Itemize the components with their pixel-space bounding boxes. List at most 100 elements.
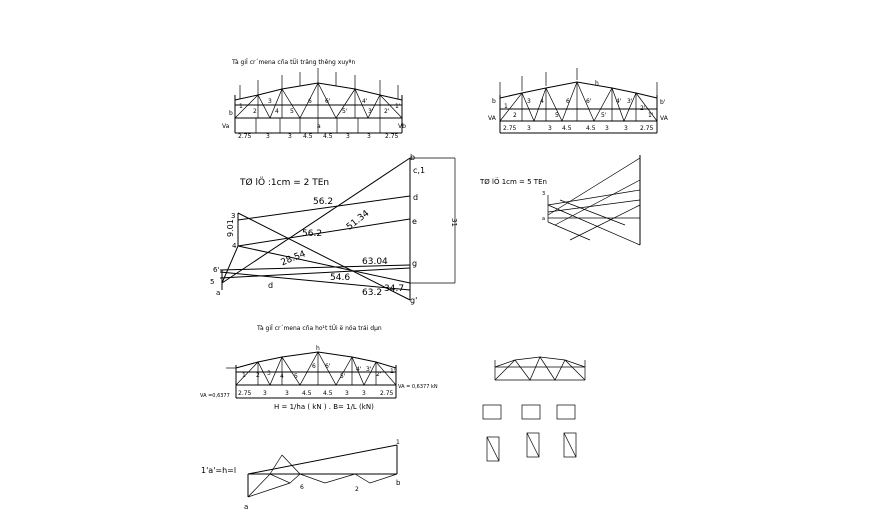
- panel-label: 6: [308, 98, 312, 105]
- panel-label: 3': [366, 366, 372, 373]
- node-label: a: [542, 216, 545, 222]
- node-label: 6: [300, 484, 304, 491]
- panel-label: 3': [627, 98, 633, 105]
- node-label: 4: [232, 242, 237, 250]
- force-label: 54.6: [330, 273, 350, 283]
- panel-label: 4: [540, 98, 544, 105]
- span-label: 2.75: [503, 125, 517, 132]
- node-label: b': [660, 99, 666, 106]
- panel-label: 2': [376, 371, 382, 378]
- reaction-right: VA = 0,6377 kN: [398, 384, 438, 390]
- influence-line: 1'a'=h=l a b 1 2 6: [201, 439, 401, 511]
- span-label: 3: [548, 125, 552, 132]
- panel-label: 1: [239, 103, 243, 110]
- influence-label: 1'a'=h=l: [201, 466, 236, 475]
- panel-label: 4': [616, 98, 622, 105]
- panel-label: 2: [256, 372, 260, 379]
- cremona-diagram-right: TØ lÖ 1cm = 5 TEn 3 a: [479, 155, 641, 246]
- span-label: 4.5: [303, 133, 313, 140]
- panel-label: 2: [253, 108, 257, 115]
- panel-label: 1: [504, 103, 508, 110]
- span-label: 3: [367, 133, 371, 140]
- node-label: h: [595, 80, 599, 87]
- panel-label: 6: [566, 98, 570, 105]
- span-label: 2.75: [640, 125, 654, 132]
- panel-label: 5': [340, 373, 346, 380]
- node-label: b: [396, 479, 401, 487]
- force-label: 56.2: [302, 229, 322, 239]
- span-label: 3: [527, 125, 531, 132]
- force-label: 56.2: [313, 197, 333, 207]
- node-label: g: [412, 259, 417, 268]
- node-label: 6': [213, 266, 219, 274]
- node-label: d: [268, 281, 273, 290]
- span-label: 2.75: [380, 390, 394, 397]
- span-label: 3: [345, 390, 349, 397]
- node-label: a: [216, 289, 220, 297]
- panel-label: 2': [384, 108, 390, 115]
- panel-label: 4: [280, 373, 284, 380]
- reaction-left: VA =0,6377: [200, 393, 230, 399]
- node-label: 5: [210, 278, 214, 286]
- panel-label: 4: [275, 108, 279, 115]
- force-label: 63.2: [362, 288, 382, 298]
- panel-label: 3': [368, 108, 374, 115]
- panel-label: 6': [586, 98, 592, 105]
- span-label: 3: [266, 133, 270, 140]
- force-label: 28.54: [280, 249, 308, 268]
- panel-label: 5: [555, 112, 559, 119]
- node-label: 3: [231, 212, 235, 220]
- panel-label: 6': [325, 98, 331, 105]
- truss-top-left: Tà giÎ cr´mena cña tÜi träng th­êng xuyª…: [222, 59, 406, 140]
- panel-label: 1': [648, 112, 654, 119]
- node-label: a: [317, 123, 321, 130]
- node-label: b: [229, 110, 233, 117]
- force-label: 51.34: [345, 209, 372, 233]
- panel-label: 3: [527, 98, 531, 105]
- panel-label: 5: [290, 108, 294, 115]
- span-label: 4.5: [562, 125, 572, 132]
- panel-label: 3: [268, 98, 272, 105]
- node-label: e: [412, 217, 417, 226]
- force-label: 34.7: [384, 284, 404, 294]
- span-label: 3: [346, 133, 350, 140]
- bottom-right-sketches: [482, 356, 586, 462]
- dimension-label: 31: [450, 218, 458, 227]
- panel-label: 2: [513, 112, 517, 119]
- span-label: 4.5: [323, 390, 333, 397]
- panel-label: 2': [640, 105, 646, 112]
- truss-top-right: 1 2 3 4 5 6 6' 5' 4' 3' 2' 1' 2.75 3 3 4…: [488, 68, 669, 134]
- node-label: 1: [396, 439, 400, 446]
- support-label: Vb: [398, 123, 406, 130]
- panel-label: 5': [342, 108, 348, 115]
- node-label: b: [410, 153, 415, 162]
- span-label: 3: [605, 125, 609, 132]
- panel-label: 3: [267, 370, 271, 377]
- span-label: 2.75: [385, 133, 399, 140]
- node-label: c,1: [413, 166, 425, 175]
- panel-label: 5: [294, 373, 298, 380]
- support-label: Va: [222, 123, 230, 130]
- panel-label: 1': [395, 103, 401, 110]
- scale-right: TØ lÖ 1cm = 5 TEn: [479, 177, 547, 186]
- title-top: Tà giÎ cr´mena cña tÜi träng th­êng xuyª…: [231, 59, 356, 66]
- span-label: 3: [288, 133, 292, 140]
- cremona-diagram-main: TØ lÖ :1cm = 2 TEn 31 56.2 51.34 56.2 28…: [210, 153, 458, 305]
- truss-middle: Tà giÎ cr´mena cña ho¹t tÜi ë nöa trái d…: [200, 325, 438, 411]
- node-label: d: [413, 193, 418, 202]
- node-label: g': [410, 296, 417, 305]
- panel-label: 1: [242, 372, 246, 379]
- span-label: 4.5: [586, 125, 596, 132]
- panel-label: 1': [390, 368, 396, 375]
- force-label: 9.01: [226, 219, 235, 237]
- span-label: 3: [624, 125, 628, 132]
- formula: H = 1/ha ( kN ) . B= 1/L (kN): [274, 403, 374, 411]
- node-label: a: [244, 503, 248, 511]
- title-middle: Tà giÎ cr´mena cña ho¹t tÜi ë nöa trái d…: [256, 325, 382, 332]
- force-label: 63.04: [362, 257, 388, 267]
- span-label: 4.5: [323, 133, 333, 140]
- panel-label: 4': [356, 366, 362, 373]
- node-label: b: [492, 98, 496, 105]
- span-label: 2.75: [238, 390, 252, 397]
